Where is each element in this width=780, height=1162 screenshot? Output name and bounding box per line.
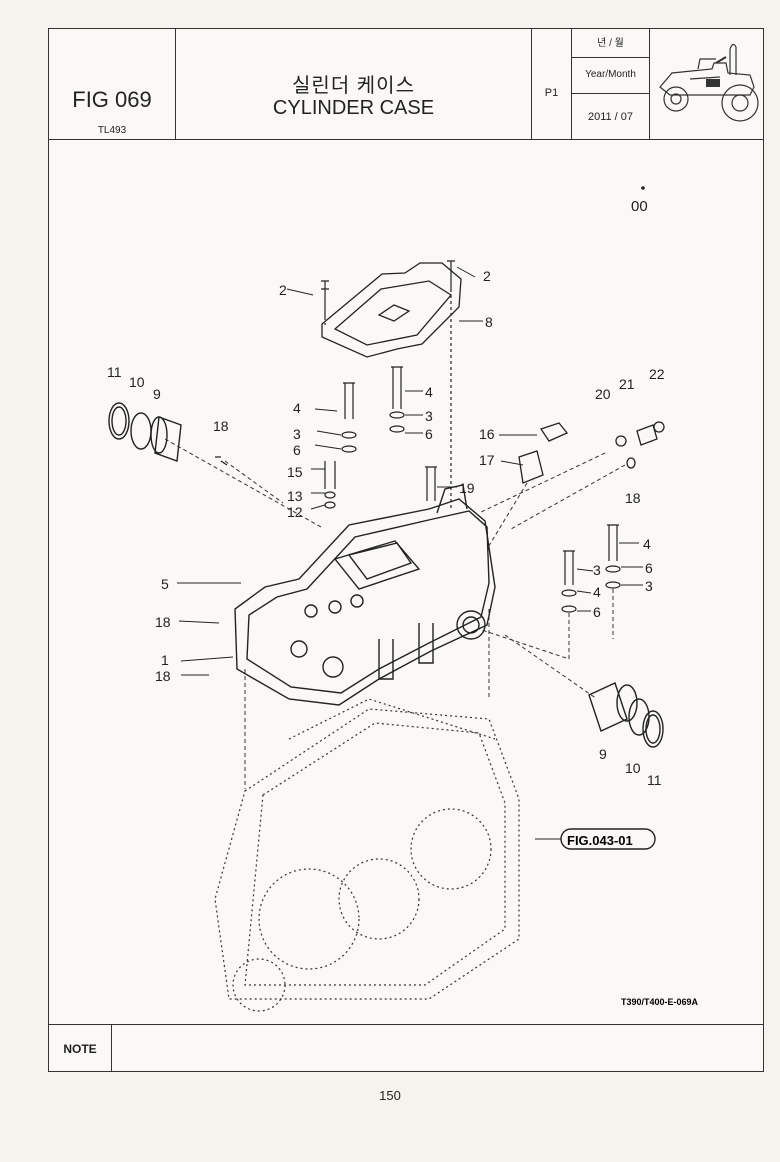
reference-figure-label[interactable]: FIG.043-01 bbox=[567, 833, 633, 848]
figure-number-cell: FIG 069 TL493 bbox=[49, 29, 176, 139]
callout-label: 22 bbox=[649, 366, 665, 382]
date-label-korean: 년 / 월 bbox=[572, 29, 649, 58]
callout-label: 6 bbox=[425, 426, 433, 442]
callout-label: 4 bbox=[643, 536, 651, 552]
part-callouts: 2 2 8 11 10 9 18 4 3 6 4 3 6 16 17 20 21… bbox=[107, 268, 665, 788]
page-number: 150 bbox=[379, 1088, 401, 1103]
seal-set-right bbox=[588, 682, 664, 748]
model-code: TL493 bbox=[97, 125, 127, 136]
callout-label: 11 bbox=[647, 772, 662, 788]
callout-label: 1 bbox=[161, 652, 169, 668]
exploded-parts-diagram: 00 bbox=[49, 139, 763, 1025]
callout-label: 20 bbox=[595, 386, 611, 402]
callout-label: 18 bbox=[155, 668, 171, 684]
callout-label: 2 bbox=[483, 268, 491, 284]
callout-label: 3 bbox=[593, 562, 601, 578]
title-korean: 실린더 케이스 bbox=[292, 75, 415, 97]
callout-label: 16 bbox=[479, 426, 495, 442]
callout-label: 18 bbox=[625, 490, 641, 506]
callout-label: 19 bbox=[459, 480, 475, 496]
callout-label: 10 bbox=[625, 760, 641, 776]
callout-label: 11 bbox=[107, 364, 122, 380]
callout-label: 2 bbox=[279, 282, 287, 298]
callout-label: 8 bbox=[485, 314, 493, 330]
callout-label: 12 bbox=[287, 504, 303, 520]
callout-label: 5 bbox=[161, 576, 169, 592]
callout-label: 10 bbox=[129, 374, 145, 390]
date-cell: 년 / 월 Year/Month 2011 / 07 bbox=[572, 29, 650, 139]
cover-plate-part bbox=[321, 262, 462, 358]
callout-label: 9 bbox=[599, 746, 607, 762]
spring-parts bbox=[615, 421, 665, 469]
seal-set-left bbox=[108, 402, 182, 462]
title-cell: 실린더 케이스 CYLINDER CASE bbox=[176, 29, 532, 139]
tractor-icon bbox=[659, 43, 759, 122]
page-code-cell: P1 bbox=[532, 29, 572, 139]
title-english: CYLINDER CASE bbox=[272, 97, 435, 119]
date-value: 2011 / 07 bbox=[587, 111, 634, 123]
callout-label: 6 bbox=[593, 604, 601, 620]
callout-label: 4 bbox=[425, 384, 433, 400]
bolts-right bbox=[561, 524, 621, 613]
callout-label: 3 bbox=[293, 426, 301, 442]
note-row: NOTE bbox=[49, 1024, 763, 1071]
callout-label: 15 bbox=[287, 464, 303, 480]
bolts-center bbox=[215, 366, 437, 509]
parts-catalog-sheet: FIG 069 TL493 실린더 케이스 CYLINDER CASE P1 년… bbox=[48, 28, 764, 1072]
callout-label: 18 bbox=[213, 418, 229, 434]
callout-label: 4 bbox=[293, 400, 301, 416]
tractor-icon-cell bbox=[650, 29, 763, 139]
callout-label: 6 bbox=[293, 442, 301, 458]
callout-label: 6 bbox=[645, 560, 653, 576]
callout-label: 3 bbox=[645, 578, 653, 594]
transmission-housing-ghost bbox=[214, 698, 520, 1012]
callout-label: 18 bbox=[155, 614, 171, 630]
callout-label: 21 bbox=[619, 376, 635, 392]
drawing-code: T390/T400-E-069A bbox=[621, 997, 699, 1007]
sheet-header: FIG 069 TL493 실린더 케이스 CYLINDER CASE P1 년… bbox=[49, 29, 763, 140]
cylinder-case-body bbox=[234, 484, 496, 706]
date-label-english: Year/Month bbox=[572, 57, 649, 94]
page-code: P1 bbox=[544, 87, 559, 99]
callout-label: 13 bbox=[287, 488, 303, 504]
note-label: NOTE bbox=[49, 1025, 112, 1071]
callout-label: 17 bbox=[479, 452, 495, 468]
callout-label: 3 bbox=[425, 408, 433, 424]
variant-mark: 00 bbox=[631, 198, 648, 215]
plug-parts bbox=[518, 422, 569, 484]
callout-label: 9 bbox=[153, 386, 161, 402]
reference-figure-callout[interactable]: FIG.043-01 bbox=[560, 828, 656, 850]
figure-number: FIG 069 bbox=[72, 87, 152, 112]
cylinder-case-drawing: 00 bbox=[107, 186, 699, 1012]
callout-label: 4 bbox=[593, 584, 601, 600]
